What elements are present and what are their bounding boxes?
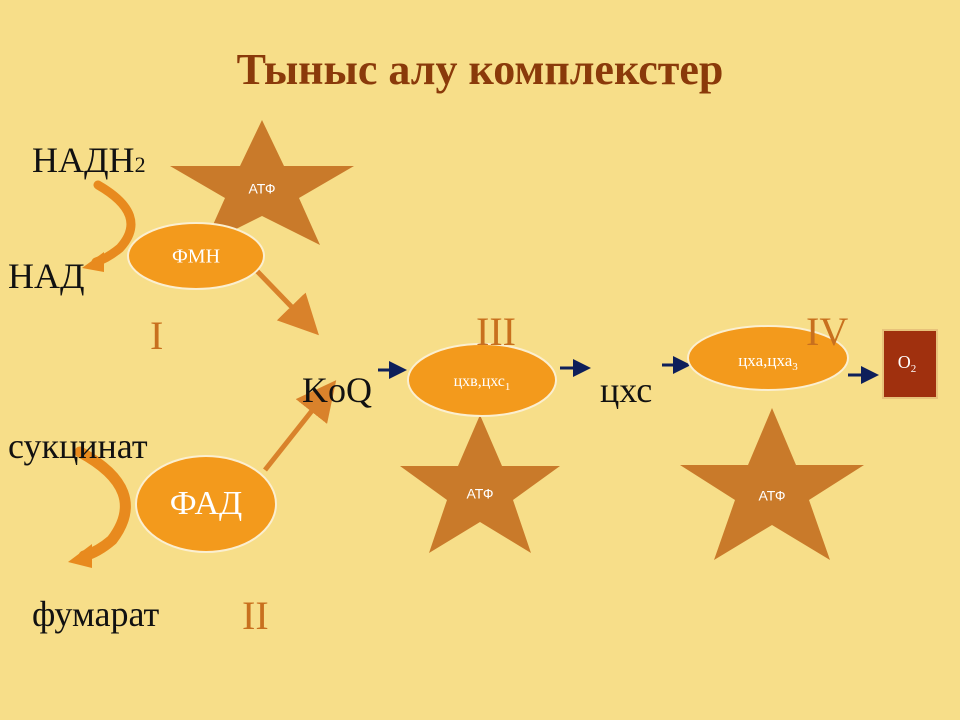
complex4-node: цха,цха3 <box>687 325 849 391</box>
complex-iv-label: IV <box>806 309 849 354</box>
complex3-node: цхв,цхс1 <box>407 343 557 417</box>
atp-star-complex1: АТФ <box>170 120 354 245</box>
complex3-label: цхв,цхс1 <box>454 373 511 393</box>
koq-label: KoQ <box>302 370 372 410</box>
nad-label: НАД <box>8 256 85 296</box>
atp-label-4: АТФ <box>759 488 786 504</box>
fmn-label: ФМН <box>172 246 220 268</box>
arrow-fmn-to-koq <box>254 268 319 336</box>
atp-star-complex4: АТФ <box>680 408 864 560</box>
succinate-label: сукцинат <box>8 426 148 466</box>
atp-label-3: АТФ <box>467 486 494 502</box>
fumarate-label: фумарат <box>32 594 160 634</box>
arrow-fad-to-koq <box>263 380 337 472</box>
complex4-label: цха,цха3 <box>738 351 798 373</box>
atp-star-complex3: АТФ <box>400 415 560 553</box>
curved-arrow-nadh-head <box>82 252 104 272</box>
complex-iii-label: III <box>476 309 516 354</box>
cytochrome-c-label: цхс <box>600 370 653 410</box>
curved-arrow-succinate-head <box>68 544 92 568</box>
curved-arrow-nadh-to-nad <box>91 180 136 267</box>
oxygen-label: O2 <box>898 352 917 374</box>
complex-i-label: I <box>150 313 164 358</box>
fmn-node: ФМН <box>127 222 265 290</box>
curved-arrow-succinate-to-fumarate <box>74 446 131 562</box>
complex-ii-label: II <box>242 593 269 638</box>
fad-label: ФАД <box>170 485 242 522</box>
nadh-label: НАДН2 <box>32 140 146 180</box>
oxygen-box: O2 <box>882 329 938 399</box>
slide-title: Тыныс алу комплекстер <box>236 45 724 94</box>
atp-label-1: АТФ <box>249 181 276 197</box>
fad-node: ФАД <box>135 455 277 553</box>
